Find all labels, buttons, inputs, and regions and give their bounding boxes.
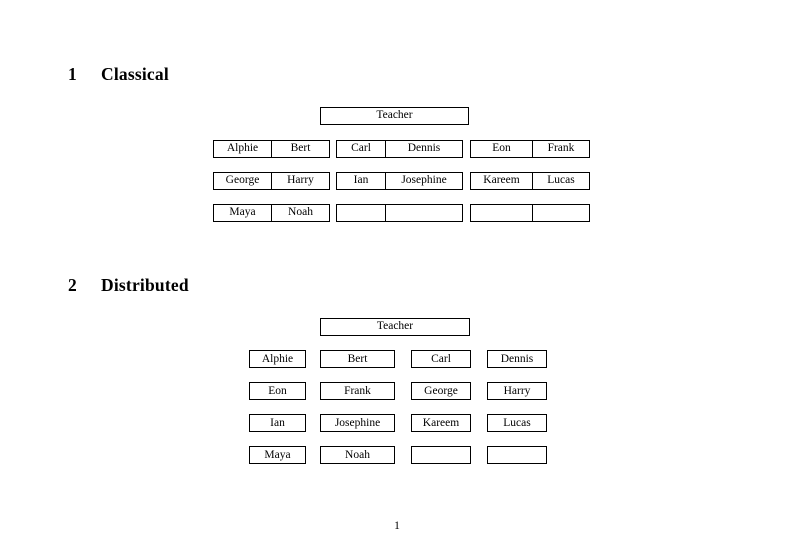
student-cell-empty xyxy=(385,204,463,222)
student-cell: Noah xyxy=(320,446,395,464)
page-number: 1 xyxy=(394,520,400,532)
student-cell: George xyxy=(411,382,471,400)
table-row: Ian Josephine xyxy=(336,172,463,190)
student-cell: Maya xyxy=(249,446,306,464)
student-cell: George xyxy=(213,172,272,190)
section-number: 1 xyxy=(68,64,77,84)
table-row: Eon Frank xyxy=(470,140,590,158)
distributed-teacher-box: Teacher xyxy=(320,318,470,336)
classical-group-1-row-3: Maya Noah xyxy=(213,204,330,222)
student-cell: Harry xyxy=(487,382,547,400)
student-cell: Eon xyxy=(249,382,306,400)
classical-group-2-row-1: Carl Dennis xyxy=(336,140,463,158)
student-cell: Lucas xyxy=(532,172,590,190)
table-row: Maya Noah xyxy=(213,204,330,222)
section-title: Distributed xyxy=(101,275,189,295)
student-cell-empty xyxy=(411,446,471,464)
table-row: Teacher xyxy=(320,107,469,125)
student-cell: Maya xyxy=(213,204,272,222)
classical-group-3-row-3 xyxy=(470,204,590,222)
student-cell: Josephine xyxy=(385,172,463,190)
student-cell: Frank xyxy=(532,140,590,158)
table-row xyxy=(470,204,590,222)
classical-group-1-row-2: George Harry xyxy=(213,172,330,190)
student-cell: Eon xyxy=(470,140,533,158)
classical-group-3-row-2: Kareem Lucas xyxy=(470,172,590,190)
table-row xyxy=(336,204,463,222)
classical-group-3-row-1: Eon Frank xyxy=(470,140,590,158)
section-number: 2 xyxy=(68,275,77,295)
student-cell: Ian xyxy=(249,414,306,432)
teacher-cell: Teacher xyxy=(320,107,469,125)
student-cell: Dennis xyxy=(385,140,463,158)
classical-group-1-row-1: Alphie Bert xyxy=(213,140,330,158)
table-row: Carl Dennis xyxy=(336,140,463,158)
student-cell: Noah xyxy=(271,204,330,222)
teacher-cell: Teacher xyxy=(320,318,470,336)
table-row: George Harry xyxy=(213,172,330,190)
classical-group-2-row-2: Ian Josephine xyxy=(336,172,463,190)
student-cell-empty xyxy=(532,204,590,222)
section-title: Classical xyxy=(101,64,169,84)
student-cell-empty xyxy=(336,204,386,222)
table-row: Kareem Lucas xyxy=(470,172,590,190)
student-cell-empty xyxy=(470,204,533,222)
student-cell: Kareem xyxy=(470,172,533,190)
student-cell: Josephine xyxy=(320,414,395,432)
table-row: Alphie Bert xyxy=(213,140,330,158)
student-cell: Bert xyxy=(320,350,395,368)
student-cell: Lucas xyxy=(487,414,547,432)
classical-group-2-row-3 xyxy=(336,204,463,222)
student-cell: Carl xyxy=(411,350,471,368)
student-cell: Carl xyxy=(336,140,386,158)
student-cell: Alphie xyxy=(213,140,272,158)
table-row: Teacher xyxy=(320,318,470,336)
student-cell: Ian xyxy=(336,172,386,190)
student-cell: Frank xyxy=(320,382,395,400)
student-cell: Alphie xyxy=(249,350,306,368)
student-cell-empty xyxy=(487,446,547,464)
classical-teacher-box: Teacher xyxy=(320,107,469,125)
student-cell: Kareem xyxy=(411,414,471,432)
student-cell: Bert xyxy=(271,140,330,158)
student-cell: Harry xyxy=(271,172,330,190)
student-cell: Dennis xyxy=(487,350,547,368)
